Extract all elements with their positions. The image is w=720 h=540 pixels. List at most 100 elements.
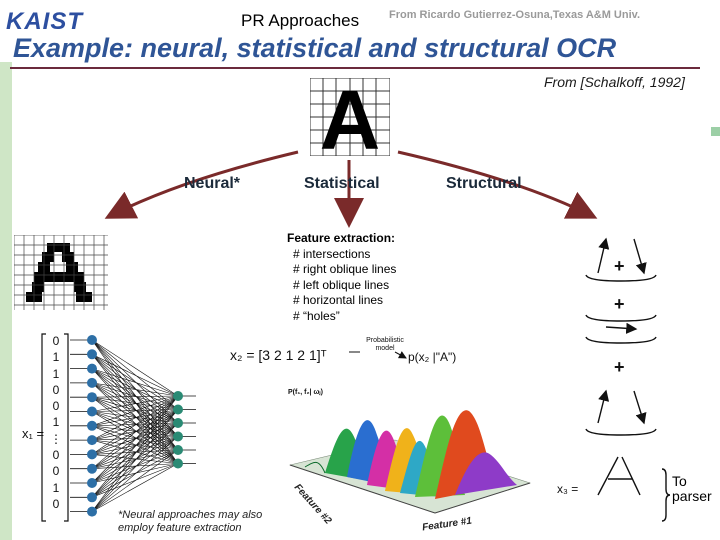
kaist-logo: KAIST xyxy=(6,8,83,35)
input-node xyxy=(87,478,97,488)
nn-connection xyxy=(91,449,179,455)
output-node xyxy=(173,445,183,455)
right-accent-square xyxy=(711,127,720,136)
output-node xyxy=(173,431,183,442)
input-node xyxy=(87,463,97,474)
nn-connection xyxy=(91,425,179,437)
nn-connection xyxy=(91,339,179,397)
label-neural: Neural* xyxy=(184,175,241,192)
nn-connection xyxy=(91,409,179,427)
nn-connection xyxy=(91,339,179,424)
nn-connection xyxy=(91,463,179,484)
nn-connection xyxy=(91,409,179,412)
nn-connection xyxy=(91,395,179,398)
nn-connection xyxy=(91,395,179,441)
neural-network-diagram xyxy=(70,335,196,517)
input-node xyxy=(87,392,97,403)
pixel-glyph-grid xyxy=(14,235,108,310)
input-node xyxy=(87,435,97,446)
nn-connection xyxy=(91,422,179,427)
feature-heading: Feature extraction: xyxy=(287,231,396,245)
source-credit: From Ricardo Gutierrez-Osuna,Texas A&M U… xyxy=(389,9,641,21)
feature-item: # intersections xyxy=(293,246,371,261)
vector-cell: 0 xyxy=(52,399,60,414)
nn-connection xyxy=(91,436,179,455)
input-vector-label: x₁ = xyxy=(22,426,45,441)
feature-item: # “holes” xyxy=(293,308,340,323)
nn-connection xyxy=(91,368,179,397)
arrow-to-neural xyxy=(104,150,299,219)
title-rule xyxy=(10,67,700,69)
input-node xyxy=(87,420,97,431)
nn-connection xyxy=(91,422,179,469)
nn-connection xyxy=(91,463,179,512)
arrow-to-structural xyxy=(397,150,598,219)
input-node xyxy=(87,449,97,460)
input-node xyxy=(87,506,97,517)
feature-vector-x2: x₂ = [3 2 1 2 1]ᵀ xyxy=(230,347,327,363)
vector-cell: ⋮ xyxy=(50,431,62,446)
plus-operator: + xyxy=(614,294,625,314)
vector-cell: 0 xyxy=(52,382,60,397)
probabilistic-model-label: Probabilistic model xyxy=(366,337,404,352)
nn-connection xyxy=(91,463,179,469)
feature-item: # horizontal lines xyxy=(293,293,384,307)
density-plot xyxy=(288,410,531,514)
input-vector-bracket xyxy=(41,333,69,522)
nn-connection xyxy=(91,449,179,498)
nn-connection xyxy=(91,463,179,498)
nn-connection xyxy=(91,395,179,484)
input-node xyxy=(87,406,97,417)
to-parser-label: To parser xyxy=(672,473,712,504)
nn-connection xyxy=(91,395,179,512)
nn-connection xyxy=(91,411,179,424)
nn-connection xyxy=(91,382,179,464)
vector-cell: 0 xyxy=(52,448,60,463)
nn-connection xyxy=(91,354,179,437)
label-structural: Structural xyxy=(446,175,522,192)
slide-title: Example: neural, statistical and structu… xyxy=(13,33,617,63)
nn-connection xyxy=(91,436,179,441)
nn-connection xyxy=(91,368,179,451)
nn-connection xyxy=(91,396,179,437)
vector-cell: 0 xyxy=(52,496,60,511)
vector-cell: 1 xyxy=(52,415,60,430)
nn-connection xyxy=(91,396,179,424)
nn-connection xyxy=(91,411,179,437)
nn-connection xyxy=(91,395,179,427)
nn-connection xyxy=(91,411,179,464)
input-glyph-letter: A xyxy=(320,78,381,156)
nn-connection xyxy=(91,436,179,469)
nn-connection xyxy=(91,368,179,464)
vector-cell: 1 xyxy=(52,350,60,365)
left-accent-bar xyxy=(0,62,12,540)
input-node xyxy=(87,335,97,345)
nn-connection xyxy=(91,422,179,455)
input-vector-values: 0 1 1 0 0 1 ⋮ 0 0 1 0 xyxy=(46,333,66,512)
nn-connection xyxy=(91,396,179,464)
nn-connection xyxy=(91,382,179,437)
nn-connection xyxy=(91,354,179,410)
nn-connection xyxy=(91,382,179,410)
nn-connection xyxy=(91,409,179,441)
output-node xyxy=(173,404,183,415)
nn-connection xyxy=(91,422,179,441)
input-glyph-grid: A xyxy=(310,78,390,156)
nn-connection xyxy=(91,354,179,451)
label-statistical: Statistical xyxy=(304,175,380,192)
nn-connection xyxy=(91,368,179,437)
plot-title: P(f₁, f₂| ωⱼ) xyxy=(288,389,323,396)
section-title: PR Approaches xyxy=(241,11,360,30)
nn-connection xyxy=(91,411,179,451)
output-node xyxy=(173,418,183,428)
output-node xyxy=(173,458,183,469)
nn-connection xyxy=(91,449,179,512)
feature-extraction-list: Feature extraction: # intersections # ri… xyxy=(287,231,396,324)
citation: From [Schalkoff, 1992] xyxy=(544,74,685,90)
nn-connection xyxy=(91,425,179,464)
nn-connection xyxy=(91,395,179,498)
nn-connection xyxy=(91,354,179,424)
nn-connection xyxy=(91,449,179,469)
nn-connection xyxy=(91,449,179,484)
structural-vector-label: x₃ = xyxy=(557,482,579,496)
